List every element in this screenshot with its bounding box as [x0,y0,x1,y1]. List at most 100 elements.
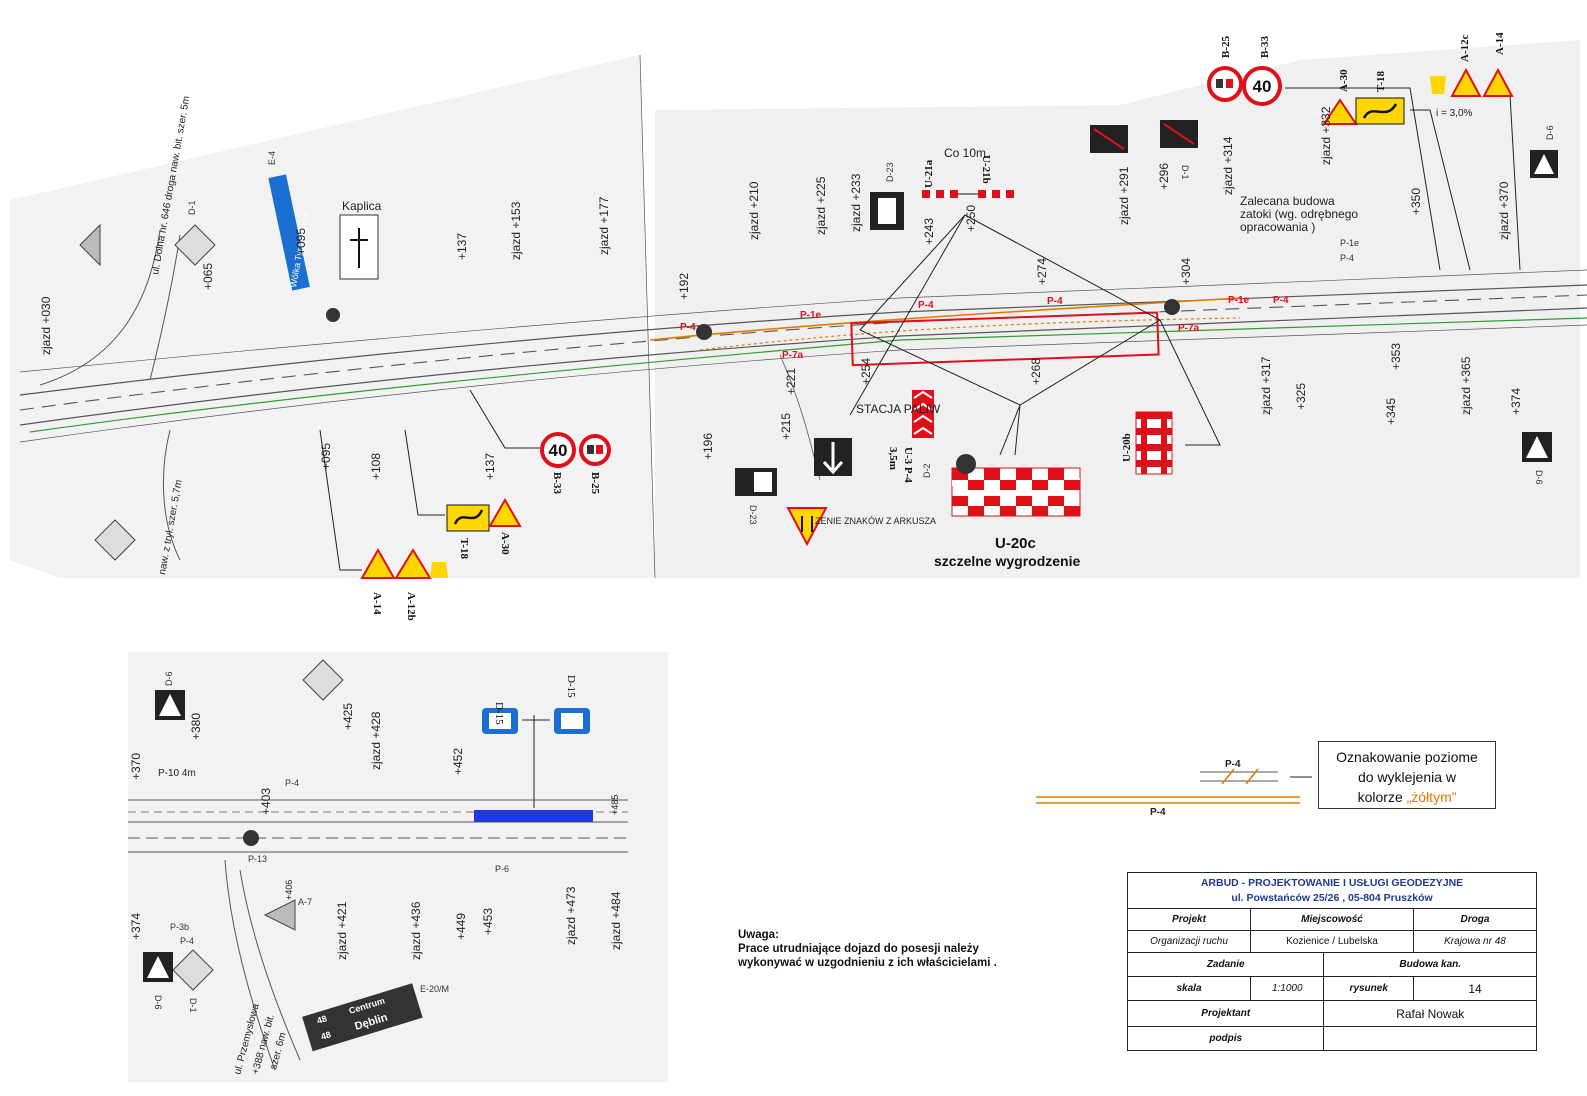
code-d6-top: D-6 [1545,125,1555,140]
chainage-low-7: +485 [610,795,620,815]
code-d15-a: D-15 [493,702,505,725]
u20c-barrier [951,454,1081,517]
triangle-signs-gray [79,223,296,931]
chainage-low-10: zjazd +436 [409,901,423,960]
u3-board [912,390,934,438]
code-b25-top: B-25 [1220,36,1232,59]
d6-signs [143,150,1558,982]
street-top-label: ul. Dolna nr. 646 droga naw. bit. szer. … [150,95,192,275]
code-a7: A-7 [298,897,312,907]
a12b-sign-left [394,548,432,579]
distance-marker: Co 10m [944,146,986,160]
chainage-top-15: +304 [1179,258,1193,285]
projektant-label: Projektant [1126,1000,1325,1027]
title-block: ARBUD - PROJEKTOWANIE I USŁUGI GEODEZYJN… [1126,872,1537,1051]
legend-line-3-prefix: kolorze [1357,789,1407,805]
b25-sign [1207,66,1243,102]
projekt-label: Projekt [1127,908,1251,931]
code-p1e-map: P-1e [1340,238,1359,248]
place-sign [268,174,310,291]
code-p4-low2: P-4 [180,936,194,946]
mark-p4-mid2: P-4 [1047,296,1063,307]
skala-label: skala [1127,976,1251,1001]
chainage-top-2: +095 [294,228,308,255]
mark-p1e-1: P-1e [800,310,822,321]
leader-lines [319,87,1521,808]
miejscowosc-value: Kozienice / Lubelska [1250,930,1414,953]
a12c-sign [1450,67,1482,97]
chainage-bottom-3: +196 [701,433,715,460]
company-address: ul. Powstańców 25/26 , 05-804 Pruszków [1231,891,1433,904]
a30-sign [1322,98,1358,125]
code-d23-low: D-23 [748,505,758,525]
a7-sign-yield [786,507,828,547]
code-a12c: A-12c [1459,34,1471,62]
chainage-bottom-0: +095 [319,443,333,470]
b33-sign-left [540,432,576,468]
chainage-top-19: zjazd +370 [1497,181,1511,240]
chainage-top-8: zjazd +225 [814,176,828,235]
code-b25-left: B-25 [589,472,601,495]
code-d2: D-2 [922,463,932,478]
mark-p4-mid: P-4 [918,300,934,311]
chainage-bottom-12: zjazd +365 [1459,356,1473,415]
code-p4-low: P-4 [285,778,299,788]
left-signs [360,432,828,579]
chainage-bottom-7: +268 [1029,358,1043,385]
b25-sign-left [579,434,611,466]
direction-sign [302,983,423,1052]
chainage-low-1: +380 [189,713,203,740]
code-d1-low: D-1 [188,998,198,1013]
p4-mark-orange [649,297,1241,341]
dir-top-num: 48 [316,1013,329,1025]
chainage-low-6: +452 [451,748,465,775]
chainage-top-10: +243 [922,218,936,245]
chainage-top-9: zjazd +233 [849,173,863,232]
chainage-bottom-8: zjazd +317 [1259,356,1273,415]
code-b33-left: B-33 [551,472,563,495]
work-zone [850,311,1160,367]
centre-line-green [29,317,1587,433]
chainage-bottom-9: +325 [1294,383,1308,410]
legend-line-3: kolorze „żółtym” [1319,787,1495,807]
diamond-signs [94,224,344,991]
a14-sign [1482,67,1514,97]
code-p6-low: P-6 [495,864,509,874]
droga-label: Droga [1413,908,1537,931]
code-u21a: U-21a [923,159,935,188]
chainage-bottom-13: +374 [1509,388,1523,415]
legend-box: Oznakowanie poziome do wyklejenia w kolo… [1318,741,1496,809]
chainage-top-3: +137 [455,233,469,260]
d23-signs [735,192,904,496]
chainage-low-5: zjazd +428 [369,711,383,770]
code-b33-top: B-33 [1259,36,1271,59]
code-u21b: U-21b [980,155,992,184]
mark-p4-right: P-4 [1273,295,1289,306]
street-left-label: naw. z tryl. szer. 5,7m [157,479,185,576]
station-label: STACJA PALIW [856,402,941,416]
u20c-caption: szczelne wygrodzenie [934,553,1081,569]
bay-note-3: opracowania ) [1240,220,1315,234]
mark-p7a-2: P-7a [1178,323,1200,334]
note-title: Uwaga: [738,929,779,941]
note-line-2: wykonywać w uzgodnieniu z ich właściciel… [738,957,997,969]
d15-signs [482,708,590,734]
p4-mark-orange-2 [699,317,1241,351]
miejscowosc-label: Miejscowość [1250,908,1414,931]
u20c-code: U-20c [995,535,1036,552]
chainage-top-14: +296 [1157,163,1171,190]
legend-p4-bottom: P-4 [1150,807,1166,818]
chainage-bottom-2: +137 [483,453,497,480]
chainage-low-2: +403 [259,788,273,815]
chainage-low-3: +406 [284,880,294,900]
chainage-top-1: +065 [201,263,215,290]
chainage-bottom-1: +108 [369,453,383,480]
chainage-low-4: +425 [341,703,355,730]
chainage-top-18: +350 [1409,188,1423,215]
bay-note-1: Zalecana budowa [1240,194,1335,208]
chainage-top-12: +274 [1035,258,1049,285]
code-d6-lowbot: D-6 [153,995,163,1010]
code-p4-map: P-4 [1340,253,1354,263]
